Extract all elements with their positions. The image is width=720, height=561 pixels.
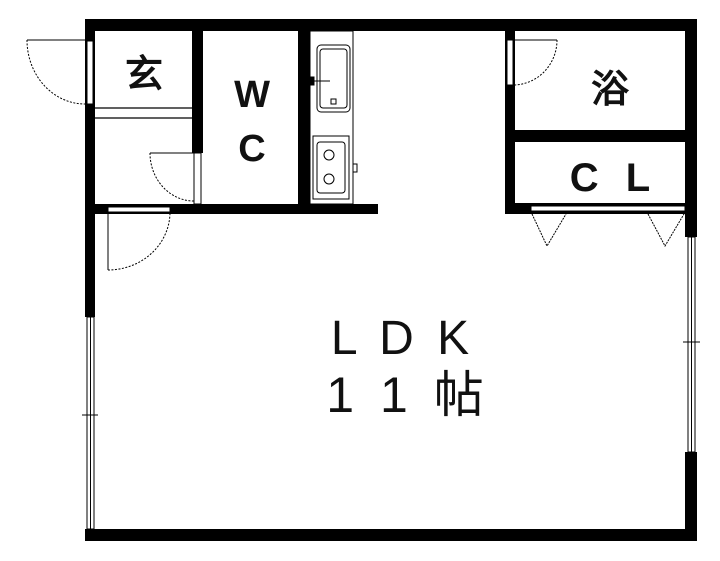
- closet-door-track: [530, 205, 686, 212]
- closet-folding-doors: [531, 213, 685, 248]
- bath-door-swing: [512, 39, 558, 86]
- wall-left-upper: [85, 19, 95, 317]
- wall-right-upper: [685, 19, 697, 237]
- wall-bottom: [85, 529, 697, 541]
- room-label-ldk-size: 1 1 帖: [326, 367, 484, 423]
- window-right: [683, 236, 700, 453]
- bath-door-jamb: [506, 39, 514, 86]
- wall-entrance-wc: [192, 31, 203, 153]
- room-label-entrance: 玄: [124, 52, 163, 96]
- ldk-door-jamb: [107, 206, 171, 213]
- entrance-door-jamb: [86, 40, 94, 105]
- stove-icon: [312, 135, 358, 200]
- wc-door-swing: [149, 152, 195, 202]
- room-label-toilet-w: W: [234, 74, 270, 116]
- room-label-bath: 浴: [590, 67, 629, 111]
- room-label-closet: C L: [569, 156, 651, 200]
- wall-mid-horizontal: [95, 204, 378, 214]
- wall-top: [85, 19, 697, 31]
- ldk-door-swing: [107, 211, 171, 271]
- room-label-toilet-c: C: [238, 128, 266, 170]
- sink-icon: [309, 44, 351, 113]
- wc-door-jamb: [193, 152, 202, 205]
- wall-bath-closet: [515, 130, 685, 142]
- room-label-ldk: L D K: [330, 312, 470, 365]
- wall-wc-kitchen: [298, 31, 310, 214]
- entrance-door-swing: [26, 39, 86, 105]
- wall-right-lower: [685, 452, 697, 541]
- window-left: [82, 316, 98, 530]
- wall-bath-left: [505, 19, 515, 214]
